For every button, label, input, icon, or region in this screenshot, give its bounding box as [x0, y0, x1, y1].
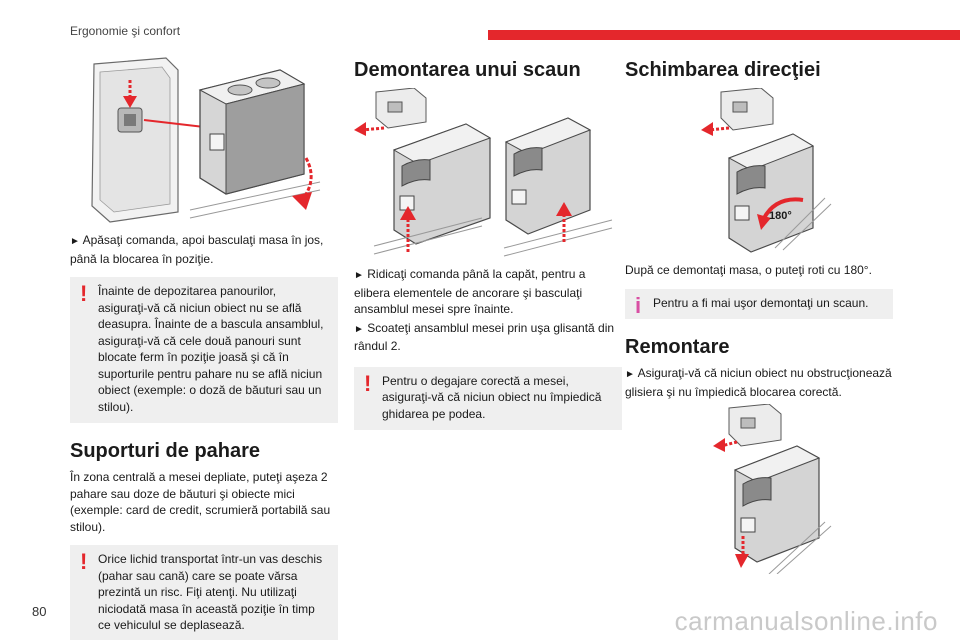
paragraph-rotate: După ce demontaţi masa, o puteţi roti cu…: [625, 263, 872, 277]
warning-callout-panels: ! Înainte de depozitarea panourilor, asi…: [70, 277, 338, 423]
section-title-cup-holders: Suporturi de pahare: [70, 440, 261, 462]
figure-remove-seat: [354, 88, 622, 260]
rotation-label-180: 180°: [769, 210, 792, 222]
warning-callout-liquids: ! Orice lichid transportat într-un vas d…: [70, 545, 338, 640]
section-title-change-direction: Schimbarea direcţiei: [625, 59, 821, 81]
section-title-reinstall: Remontare: [625, 336, 730, 358]
figure-table-fold: [70, 50, 338, 226]
info-icon: i: [635, 292, 642, 318]
section-title-remove-seat: Demontarea unui scaun: [354, 59, 581, 81]
paragraph-cup-holders: În zona centrală a mesei depliate, puteţ…: [70, 470, 331, 534]
watermark: carmanualsonline.info: [674, 606, 938, 636]
step-check-rail: ► Asiguraţi-vă că niciun obiect nu obstr…: [625, 366, 892, 399]
column-2: Demontarea unui scaun: [354, 50, 622, 430]
warning-callout-floor-guide: ! Pentru o degajare corectă a mesei, asi…: [354, 366, 622, 430]
bullet-arrow-icon: ►: [354, 270, 364, 281]
warning-icon: !: [80, 549, 88, 574]
bullet-arrow-icon: ►: [354, 323, 364, 335]
step-fold-table: ► Apăsaţi comanda, apoi basculaţi masa î…: [70, 233, 324, 266]
step-remove-through-door: ► Scoateţi ansamblul mesei prin uşa glis…: [354, 320, 615, 354]
column-1: ► Apăsaţi comanda, apoi basculaţi masa î…: [70, 50, 338, 640]
page-number: 80: [32, 604, 47, 619]
header-accent-bar: [488, 30, 960, 40]
bullet-arrow-icon: ►: [70, 236, 80, 247]
step-lift-control: ► Ridicaţi comanda până la capăt, pentru…: [354, 267, 586, 316]
warning-icon: !: [80, 281, 88, 306]
running-header: Ergonomie şi confort: [70, 24, 181, 38]
bullet-arrow-icon: ►: [625, 369, 635, 380]
column-3: Schimbarea direcţiei 180° După ce demont…: [625, 50, 893, 574]
figure-rotate-table: 180°: [625, 88, 893, 258]
warning-icon: !: [364, 370, 372, 396]
figure-reinstall-table: [625, 404, 893, 574]
info-callout-remove-seat: i Pentru a fi mai uşor demontaţi un scau…: [625, 288, 893, 319]
